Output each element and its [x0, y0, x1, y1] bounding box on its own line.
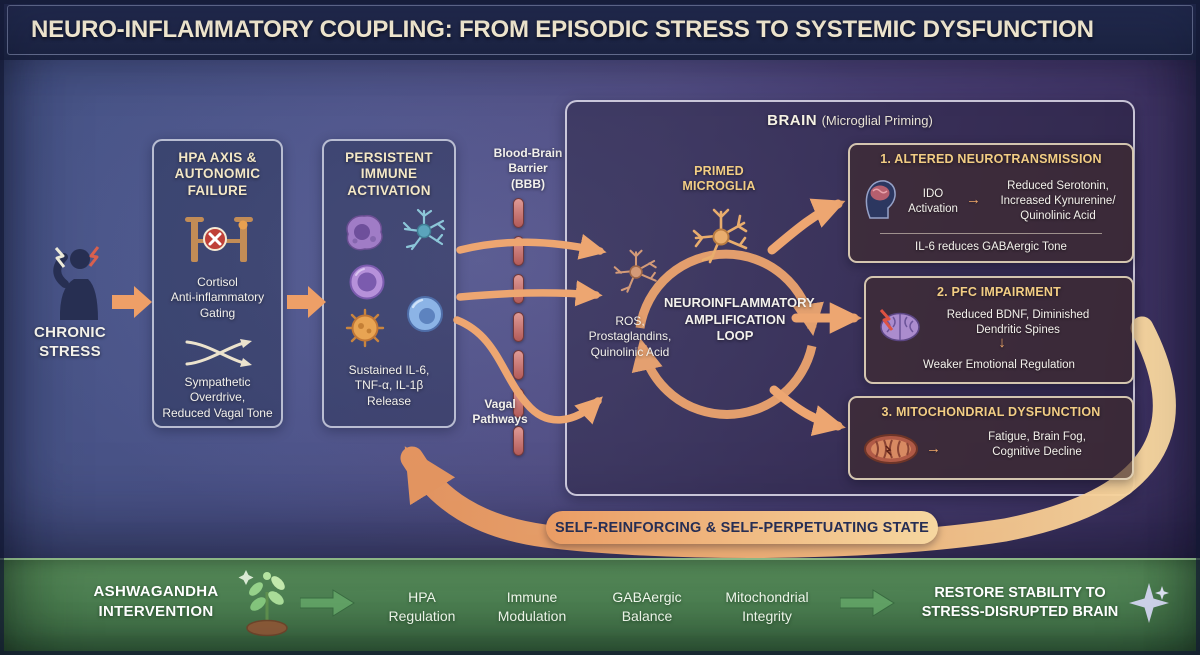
sparkle-icon	[1129, 583, 1169, 623]
damaged-brain-icon	[879, 309, 920, 342]
hpa-axis-panel: HPA AXIS & AUTONOMIC FAILURE Cortisol An…	[152, 139, 283, 428]
mitochondrial-dysfunction-box: 3. MITOCHONDRIAL DYSFUNCTION → Fatigue, …	[848, 396, 1134, 480]
lightning-icon	[879, 309, 894, 331]
brain-subtitle: (Microglial Priming)	[821, 113, 933, 128]
mitochondria-icon	[864, 434, 918, 464]
head-brain-icon	[865, 180, 896, 219]
pfc-impairment-title: 2. PFC IMPAIRMENT	[936, 285, 1061, 299]
serotonin-kynurenine-label: Reduced Serotonin, Increased Kynurenine/…	[1000, 180, 1116, 222]
pfc-impairment-box: 2. PFC IMPAIRMENT Reduced BDNF, Diminish…	[864, 276, 1134, 384]
cortisol-gating-label: Cortisol Anti-inflammatory Gating	[170, 275, 265, 320]
cytokine-release-label: Sustained IL-6, TNF-α, IL-1β Release	[348, 363, 430, 408]
step-hpa-regulation: HPA Regulation	[388, 589, 456, 624]
altered-neurotransmission-title: 1. ALTERED NEUROTRANSMISSION	[880, 152, 1102, 166]
primed-microglia-label: PRIMED MICROGLIA	[682, 164, 756, 194]
macrophage-cell-icon	[346, 214, 383, 251]
plant-seedling-icon	[238, 570, 288, 637]
emotional-regulation-label: Weaker Emotional Regulation	[923, 359, 1075, 371]
brain-panel-title: BRAIN (Microglial Priming)	[567, 112, 1133, 130]
title-bar: NEURO-INFLAMMATORY COUPLING: FROM EPISOD…	[0, 0, 1200, 60]
green-arrow-icon	[300, 589, 355, 617]
cortisol-gate-blocked-icon	[185, 217, 253, 262]
step-mitochondrial-integrity: Mitochondrial Integrity	[725, 589, 809, 624]
lightning-icon	[54, 247, 66, 268]
il6-gaba-label: IL-6 reduces GABAergic Tone	[915, 241, 1067, 253]
mast-cell-icon	[345, 308, 385, 348]
bdnf-spines-label: Reduced BDNF, Diminished Dendritic Spine…	[946, 309, 1090, 336]
arrow-right-icon: →	[966, 191, 981, 208]
bbb-endothelial-capsule	[513, 198, 524, 228]
fatigue-label: Fatigue, Brain Fog, Cognitive Decline	[988, 431, 1086, 458]
immune-activation-panel: PERSISTENT IMMUNE ACTIVATION	[322, 139, 456, 428]
page-title: NEURO-INFLAMMATORY COUPLING: FROM EPISOD…	[31, 16, 1094, 43]
immune-panel-title: PERSISTENT IMMUNE ACTIVATION	[345, 150, 433, 198]
ros-mediators-label: ROS, Prostaglandins, Quinolinic Acid	[588, 314, 672, 359]
bbb-endothelial-capsule	[513, 350, 524, 380]
bbb-endothelial-capsule	[513, 426, 524, 456]
altered-neurotransmission-box: 1. ALTERED NEUROTRANSMISSION IDO Activat…	[848, 143, 1134, 263]
monocyte-cell-icon	[407, 296, 443, 332]
ashwagandha-title: ASHWAGANDHA INTERVENTION	[93, 583, 219, 620]
crossed-arrows-icon	[185, 339, 252, 367]
self-perpetuating-banner: SELF-REINFORCING & SELF-PERPETUATING STA…	[546, 511, 938, 544]
chronic-stress-label: CHRONIC STRESS	[33, 324, 107, 360]
bbb-endothelial-capsule	[513, 236, 524, 266]
divider	[880, 233, 1102, 234]
lymphocyte-cell-icon	[349, 264, 385, 300]
bbb-label: Blood-Brain Barrier (BBB)	[493, 146, 563, 191]
vagal-pathways-label: Vagal Pathways	[472, 397, 528, 427]
sympathetic-overdrive-label: Sympathetic Overdrive, Reduced Vagal Ton…	[162, 375, 273, 420]
sparkle-icon	[238, 570, 254, 585]
brain-title: BRAIN	[767, 112, 818, 129]
restore-stability-label: RESTORE STABILITY TO STRESS-DISRUPTED BR…	[921, 585, 1119, 621]
stressed-person-icon	[53, 246, 100, 320]
arrow-right-icon: →	[926, 440, 941, 457]
bbb-endothelial-capsule	[513, 274, 524, 304]
bbb-endothelial-capsule	[513, 312, 524, 342]
microglia-icon	[613, 249, 657, 293]
amplification-loop-label: NEUROINFLAMMATORY AMPLIFICATION LOOP	[664, 295, 815, 344]
green-arrow-icon	[840, 589, 895, 617]
microglia-icon	[692, 208, 748, 264]
neuron-cell-icon	[402, 208, 446, 251]
ido-activation-label: IDO Activation	[908, 188, 958, 215]
arrow-down-icon: ↓	[998, 334, 1006, 351]
step-gabaergic-balance: GABAergic Balance	[612, 589, 682, 624]
footer-background	[0, 558, 1200, 655]
hpa-panel-title: HPA AXIS & AUTONOMIC FAILURE	[174, 150, 261, 198]
lightning-icon	[88, 246, 100, 267]
mitochondrial-dysfunction-title: 3. MITOCHONDRIAL DYSFUNCTION	[881, 405, 1101, 419]
step-immune-modulation: Immune Modulation	[497, 589, 567, 624]
